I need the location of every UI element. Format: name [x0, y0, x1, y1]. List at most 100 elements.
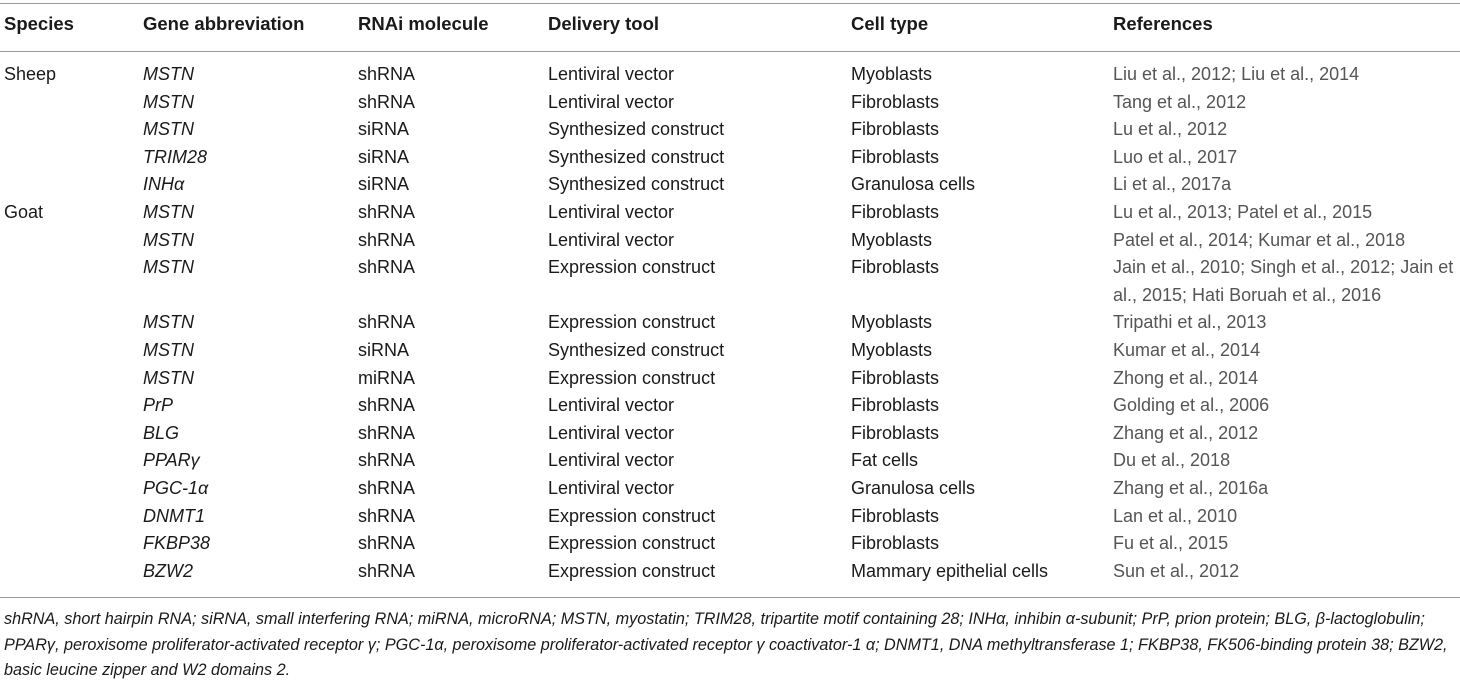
gene-cell: MSTN [143, 91, 194, 112]
rnai-cell: siRNA [358, 146, 410, 167]
delivery-cell: Lentiviral vector [548, 91, 675, 112]
cell-type-cell: Myoblasts [851, 229, 933, 250]
gene-cell: BLG [143, 422, 180, 443]
rnai-cell: shRNA [358, 257, 416, 278]
rnai-cell: shRNA [358, 533, 416, 554]
header-cell-type: Cell type [851, 13, 929, 34]
rnai-cell: siRNA [358, 174, 410, 195]
table-row: PGC-1α shRNA Lentiviral vector Granulosa ce… [0, 475, 1460, 503]
header-delivery: Delivery tool [548, 13, 660, 34]
delivery-cell: Expression construct [548, 533, 716, 554]
references-cell: Zhang et al., 2016a [1113, 477, 1269, 498]
gene-cell: INHα [143, 174, 185, 195]
header-gene: Gene abbreviation [143, 13, 305, 34]
table-row: MSTN shRNA Lentiviral vector Fibroblasts Tan… [0, 89, 1460, 117]
references-cell: Fu et al., 2015 [1113, 533, 1229, 554]
references-cell: Luo et al., 2017 [1113, 146, 1238, 167]
gene-cell: MSTN [143, 119, 194, 140]
header-rnai: RNAi molecule [358, 13, 489, 34]
rnai-cell: siRNA [358, 339, 410, 360]
delivery-cell: Expression construct [548, 312, 716, 333]
delivery-cell: Lentiviral vector [548, 477, 675, 498]
cell-type-cell: Fibroblasts [851, 422, 940, 443]
cell-type-cell: Myoblasts [851, 64, 933, 84]
header-references: References [1113, 13, 1213, 34]
header-species: Species [4, 13, 74, 34]
rnai-cell: shRNA [358, 91, 416, 112]
gene-cell: BZW2 [143, 560, 194, 581]
delivery-cell: Lentiviral vector [548, 229, 675, 250]
gene-cell: MSTN [143, 312, 194, 333]
table-footnote: shRNA, short hairpin RNA; siRNA, small i… [4, 610, 1448, 679]
gene-cell: PrP [143, 395, 174, 416]
top-rule [0, 3, 1460, 4]
cell-type-cell: Fibroblasts [851, 146, 940, 167]
species-cell: Goat [4, 201, 44, 222]
gene-cell: PGC-1α [143, 477, 209, 498]
delivery-cell: Lentiviral vector [548, 395, 675, 416]
cell-type-cell: Myoblasts [851, 339, 933, 360]
species-cell: Sheep [4, 64, 57, 84]
gene-cell: MSTN [143, 201, 194, 222]
cell-type-cell: Fibroblasts [851, 119, 940, 140]
gene-cell: MSTN [143, 64, 194, 84]
gene-cell: DNMT1 [143, 505, 205, 526]
rnai-cell: shRNA [358, 422, 416, 443]
gene-cell: MSTN [143, 367, 194, 388]
delivery-cell: Synthesized construct [548, 339, 725, 360]
rnai-cell: shRNA [358, 560, 416, 581]
table-row: Goat MSTN shRNA Lentiviral vector Fibroblast… [0, 199, 1460, 227]
cell-type-cell: Fibroblasts [851, 257, 940, 278]
delivery-cell: Expression construct [548, 257, 716, 278]
delivery-cell: Synthesized construct [548, 174, 725, 195]
cell-type-cell: Granulosa cells [851, 477, 976, 498]
references-cell: Lan et al., 2010 [1113, 505, 1238, 526]
cell-type-cell: Fibroblasts [851, 367, 940, 388]
delivery-cell: Synthesized construct [548, 146, 725, 167]
gene-cell: MSTN [143, 339, 194, 360]
delivery-cell: Lentiviral vector [548, 450, 675, 471]
references-cell: Tripathi et al., 2013 [1113, 312, 1267, 333]
table-row: BLG shRNA Lentiviral vector Fibroblasts Zhan… [0, 420, 1460, 448]
delivery-cell: Synthesized construct [548, 119, 725, 140]
references-cell: Du et al., 2018 [1113, 450, 1231, 471]
rnai-cell: shRNA [358, 64, 416, 84]
cell-type-cell: Myoblasts [851, 312, 933, 333]
gene-cell: MSTN [143, 229, 194, 250]
references-cell: Liu et al., 2012; Liu et al., 2014 [1113, 64, 1360, 84]
rnai-cell: shRNA [358, 201, 416, 222]
cell-type-cell: Fibroblasts [851, 201, 940, 222]
references-cell: Zhang et al., 2012 [1113, 422, 1259, 443]
delivery-cell: Lentiviral vector [548, 201, 675, 222]
references-cell: Sun et al., 2012 [1113, 560, 1240, 581]
delivery-cell: Expression construct [548, 367, 716, 388]
gene-cell: MSTN [143, 257, 194, 278]
rnai-cell: shRNA [358, 477, 416, 498]
header-rule [0, 51, 1460, 52]
rnai-cell: shRNA [358, 395, 416, 416]
gene-cell: TRIM28 [143, 146, 208, 167]
references-cell: Patel et al., 2014; Kumar et al., 2018 [1113, 229, 1406, 250]
table-row: MSTN shRNA Expression construct Fibroblasts… [0, 254, 1460, 309]
cell-type-cell: Fibroblasts [851, 91, 940, 112]
rnai-cell: shRNA [358, 505, 416, 526]
delivery-cell: Expression construct [548, 505, 716, 526]
references-cell: Lu et al., 2013; Patel et al., 2015 [1113, 201, 1373, 222]
gene-cell: FKBP38 [143, 533, 211, 554]
cell-type-cell: Fat cells [851, 450, 919, 471]
delivery-cell: Lentiviral vector [548, 64, 675, 84]
delivery-cell: Lentiviral vector [548, 422, 675, 443]
references-cell: Lu et al., 2012 [1113, 119, 1228, 140]
cell-type-cell: Mammary epithelial cells [851, 560, 1049, 581]
references-cell: Zhong et al., 2014 [1113, 367, 1259, 388]
references-cell: Tang et al., 2012 [1113, 91, 1247, 112]
bottom-rule [0, 597, 1460, 598]
